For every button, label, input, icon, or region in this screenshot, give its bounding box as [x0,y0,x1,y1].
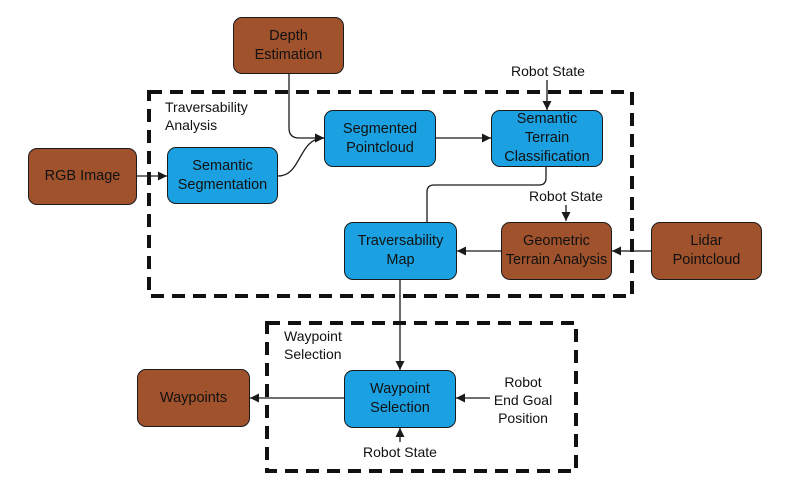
semantic-segmentation-node: Semantic Segmentation [167,147,278,204]
traversability-map-node: Traversability Map [344,222,457,280]
edge-semseg-to-segpc [277,133,325,177]
robot-state-label-top: Robot State [511,63,585,79]
waypoint-selection-node: Waypoint Selection [344,370,456,428]
robot-state-label-bottom: Robot State [363,444,437,460]
edge-semterrain-to-travmap [426,167,547,222]
segmented-pointcloud-node: Segmented Pointcloud [324,110,436,167]
traversability-region-title: Traversability Analysis [165,99,248,133]
waypoint-region-title: Waypoint Selection [284,328,342,362]
depth-estimation-node: Depth Estimation [233,17,344,74]
rgb-image-node: RGB Image [28,148,137,205]
waypoint-region-border [265,321,578,473]
semantic-terrain-classification-node: Semantic Terrain Classification [491,110,603,167]
goal-position-label: Robot End Goal Position [493,374,553,426]
robot-state-label-mid: Robot State [529,188,603,204]
waypoints-node: Waypoints [137,369,250,427]
traversability-region-border [147,90,634,298]
lidar-pointcloud-node: Lidar Pointcloud [651,222,762,280]
edge-depth-to-segpc [288,74,324,143]
geometric-terrain-analysis-node: Geometric Terrain Analysis [501,222,612,280]
